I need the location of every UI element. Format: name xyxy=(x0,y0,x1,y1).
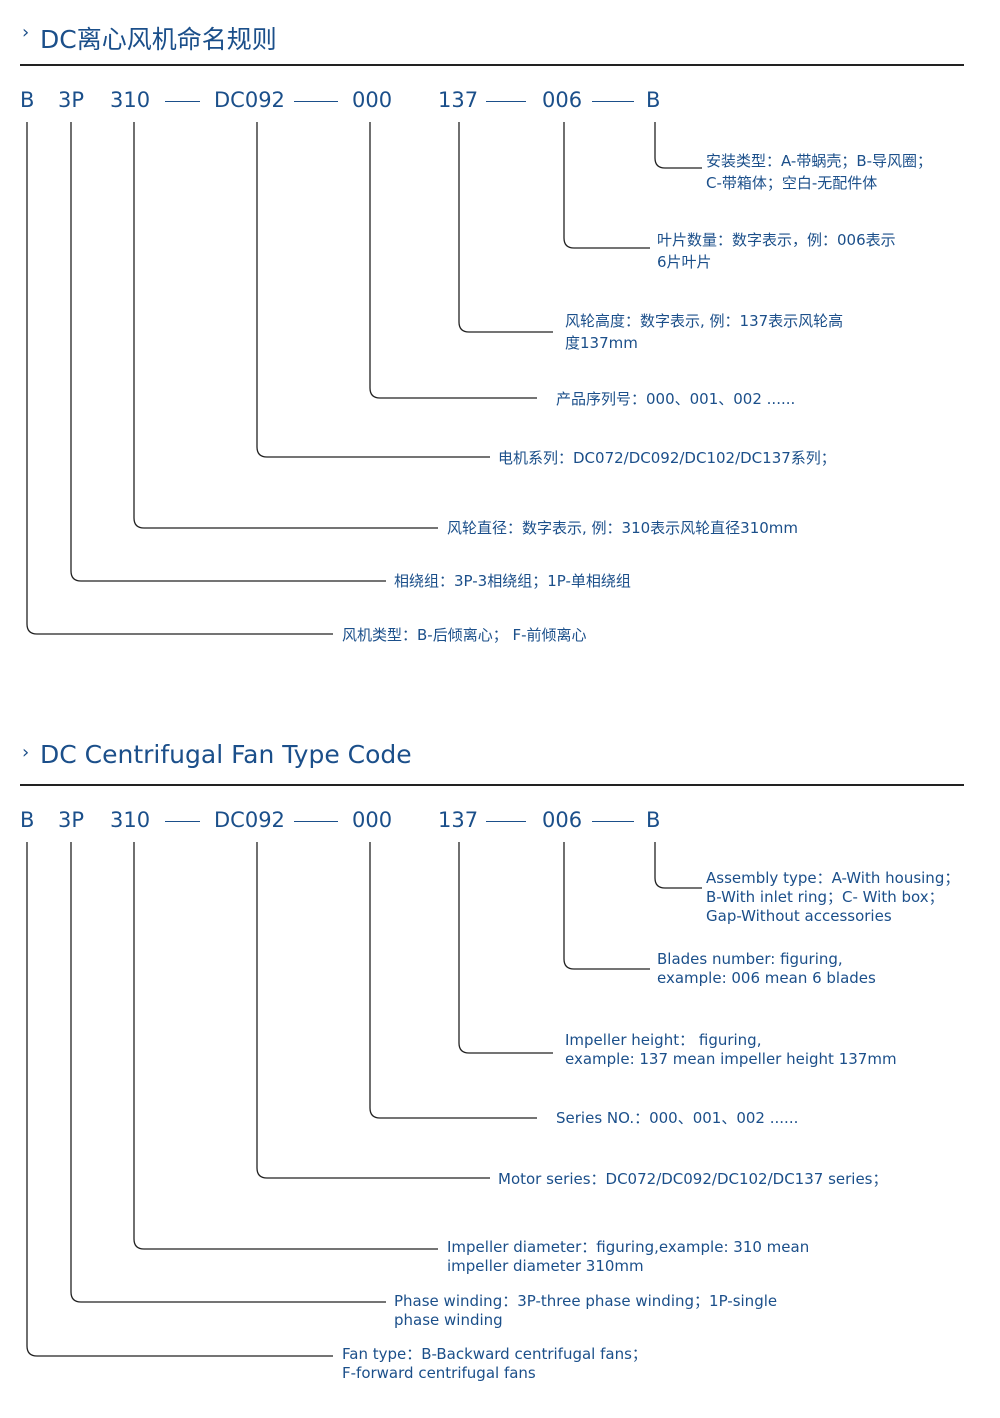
desc-line: impeller diameter 310mm xyxy=(447,1257,644,1275)
desc-diameter-en: Impeller diameter：figuring,example: 310 … xyxy=(447,1238,809,1276)
code-assembly-cn: B xyxy=(646,88,661,112)
code-height-en: 137 xyxy=(438,808,479,832)
chevron-right-icon: › xyxy=(22,742,30,763)
desc-serial-en: Series NO.：000、001、002 ...... xyxy=(556,1109,798,1128)
code-diameter-cn: 310 xyxy=(110,88,151,112)
connector-blades xyxy=(563,122,650,249)
desc-fan-type-cn: 风机类型：B-后倾离心； F-前倾离心 xyxy=(342,624,587,646)
connector-assembly xyxy=(654,842,702,889)
separator-dash xyxy=(165,821,200,822)
desc-line: Motor series：DC072/DC092/DC102/DC137 ser… xyxy=(498,1170,888,1188)
desc-line: 风轮高度：数字表示, 例：137表示风轮高 xyxy=(565,312,844,330)
chevron-right-icon: › xyxy=(22,22,30,43)
desc-line: Fan type：B-Backward centrifugal fans； xyxy=(342,1345,647,1363)
code-diameter-en: 310 xyxy=(110,808,151,832)
separator-dash xyxy=(294,821,338,822)
title-divider-cn xyxy=(20,64,964,66)
separator-dash xyxy=(486,101,526,102)
desc-serial-cn: 产品序列号：000、001、002 ...... xyxy=(556,388,795,410)
code-height-cn: 137 xyxy=(438,88,479,112)
desc-line: 电机系列：DC072/DC092/DC102/DC137系列； xyxy=(498,449,836,467)
separator-dash xyxy=(592,821,634,822)
code-serial-cn: 000 xyxy=(352,88,393,112)
connector-motor xyxy=(256,122,490,458)
desc-height-cn: 风轮高度：数字表示, 例：137表示风轮高 度137mm xyxy=(565,310,843,354)
section-title-cn: DC离心风机命名规则 xyxy=(40,25,277,54)
code-motor-en: DC092 xyxy=(214,808,285,832)
code-motor-cn: DC092 xyxy=(214,88,285,112)
desc-line: 度137mm xyxy=(565,334,638,352)
code-fan-type-en: B xyxy=(20,808,35,832)
desc-line: 6片叶片 xyxy=(657,253,712,271)
desc-line: Phase winding：3P-three phase winding；1P-… xyxy=(394,1292,778,1310)
code-phase-en: 3P xyxy=(58,808,85,832)
desc-blades-en: Blades number: figuring, example: 006 me… xyxy=(657,950,876,988)
desc-line: 叶片数量：数字表示，例：006表示 xyxy=(657,231,896,249)
connector-height xyxy=(458,122,553,333)
desc-line: 安装类型：A-带蜗壳；B-导风圈； xyxy=(706,152,933,170)
separator-dash xyxy=(592,101,634,102)
desc-phase-cn: 相绕组：3P-3相绕组；1P-单相绕组 xyxy=(394,570,631,592)
desc-line: phase winding xyxy=(394,1311,503,1329)
desc-line: 风机类型：B-后倾离心； F-前倾离心 xyxy=(342,626,587,644)
desc-line: B-With inlet ring；C- With box； xyxy=(706,888,944,906)
connector-phase xyxy=(70,842,386,1303)
connector-serial xyxy=(369,842,537,1119)
connector-blades xyxy=(563,842,650,970)
connector-motor xyxy=(256,842,490,1179)
desc-line: 产品序列号：000、001、002 ...... xyxy=(556,390,796,408)
code-fan-type-cn: B xyxy=(20,88,35,112)
title-divider-en xyxy=(20,784,964,786)
connector-assembly xyxy=(654,122,702,169)
desc-motor-cn: 电机系列：DC072/DC092/DC102/DC137系列； xyxy=(498,447,836,469)
code-phase-cn: 3P xyxy=(58,88,85,112)
separator-dash xyxy=(486,821,526,822)
desc-fan-type-en: Fan type：B-Backward centrifugal fans； F-… xyxy=(342,1345,647,1383)
desc-line: 相绕组：3P-3相绕组；1P-单相绕组 xyxy=(394,572,631,590)
code-blades-en: 006 xyxy=(542,808,583,832)
desc-line: Blades number: figuring, xyxy=(657,950,843,968)
desc-phase-en: Phase winding：3P-three phase winding；1P-… xyxy=(394,1292,777,1330)
desc-line: Series NO.：000、001、002 ...... xyxy=(556,1109,799,1127)
connector-phase xyxy=(70,122,386,582)
connector-fan-type xyxy=(26,842,333,1357)
desc-height-en: Impeller height： figuring, example: 137 … xyxy=(565,1031,897,1069)
desc-assembly-en: Assembly type：A-With housing； B-With inl… xyxy=(706,869,959,926)
separator-dash xyxy=(294,101,338,102)
desc-motor-en: Motor series：DC072/DC092/DC102/DC137 ser… xyxy=(498,1170,888,1189)
desc-line: Impeller height： figuring, xyxy=(565,1031,762,1049)
desc-line: F-forward centrifugal fans xyxy=(342,1364,536,1382)
desc-assembly-cn: 安装类型：A-带蜗壳；B-导风圈； C-带箱体；空白-无配件体 xyxy=(706,150,932,194)
separator-dash xyxy=(165,101,200,102)
connector-height xyxy=(458,842,553,1054)
desc-diameter-cn: 风轮直径：数字表示, 例：310表示风轮直径310mm xyxy=(447,517,798,539)
code-blades-cn: 006 xyxy=(542,88,583,112)
desc-line: 风轮直径：数字表示, 例：310表示风轮直径310mm xyxy=(447,519,799,537)
desc-line: Gap-Without accessories xyxy=(706,907,892,925)
code-serial-en: 000 xyxy=(352,808,393,832)
desc-blades-cn: 叶片数量：数字表示，例：006表示 6片叶片 xyxy=(657,229,896,273)
desc-line: example: 137 mean impeller height 137mm xyxy=(565,1050,897,1068)
desc-line: Assembly type：A-With housing； xyxy=(706,869,960,887)
connector-diameter xyxy=(133,122,438,529)
connector-serial xyxy=(369,122,537,399)
connector-fan-type xyxy=(26,122,333,635)
connector-diameter xyxy=(133,842,438,1250)
desc-line: Impeller diameter：figuring,example: 310 … xyxy=(447,1238,810,1256)
desc-line: C-带箱体；空白-无配件体 xyxy=(706,174,878,192)
section-title-en: DC Centrifugal Fan Type Code xyxy=(40,740,412,769)
desc-line: example: 006 mean 6 blades xyxy=(657,969,876,987)
code-assembly-en: B xyxy=(646,808,661,832)
